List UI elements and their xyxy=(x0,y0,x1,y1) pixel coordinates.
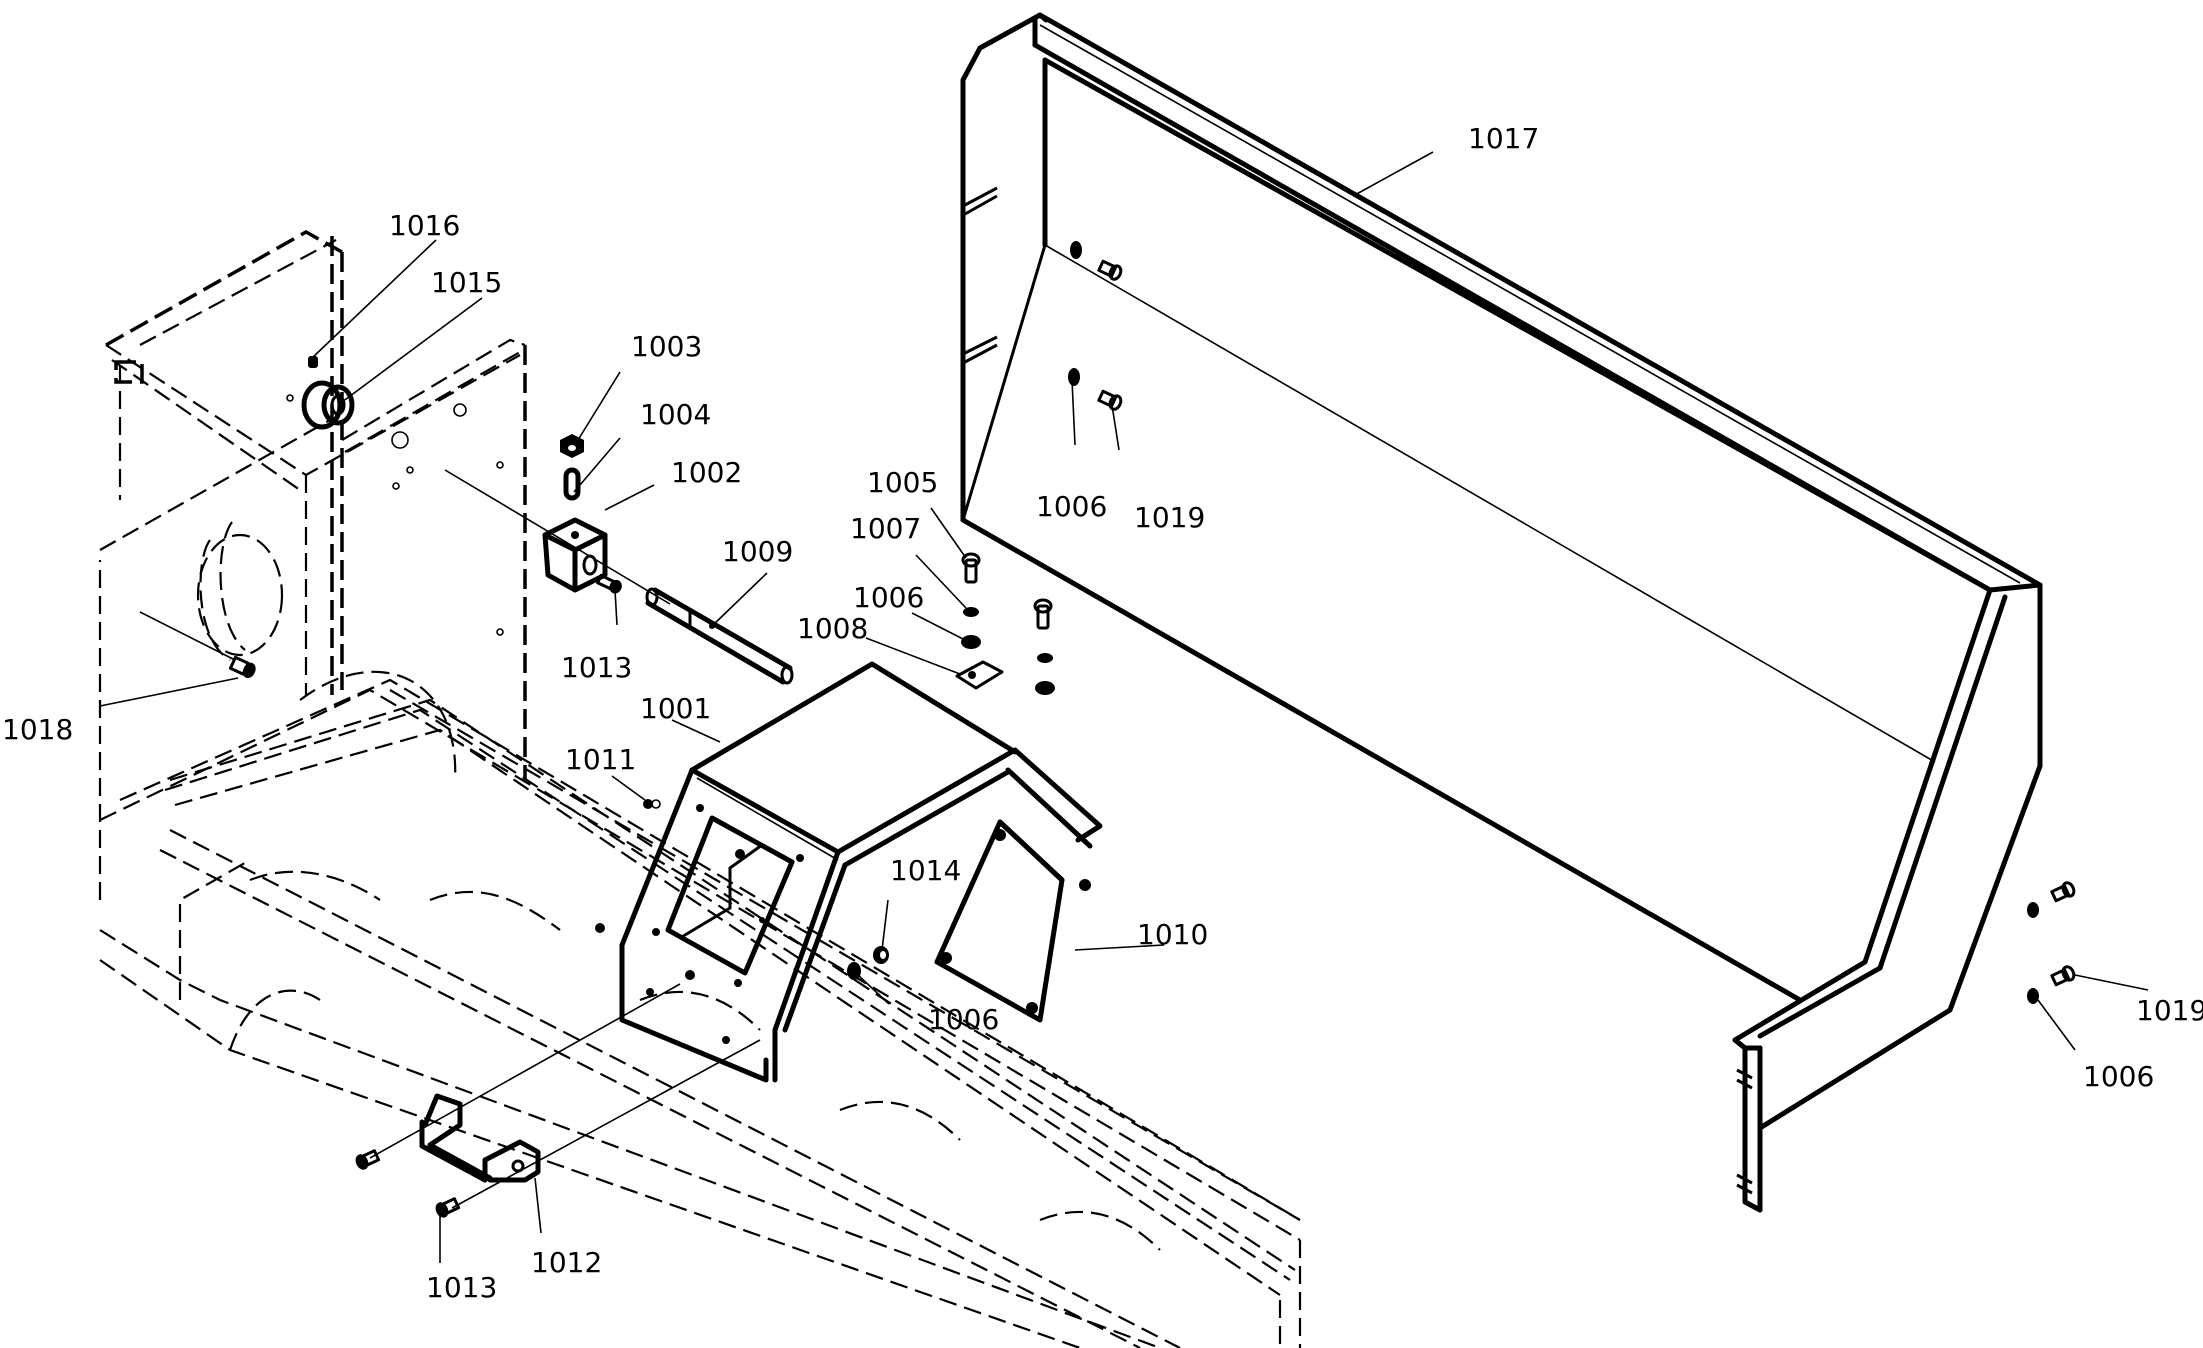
part-1013-screws-lower xyxy=(355,983,761,1218)
callout-1018: 1018 xyxy=(2,713,73,746)
callout-1016: 1016 xyxy=(389,209,460,242)
part-1017-shroud-panel xyxy=(960,12,2043,1213)
part-1005-bolts xyxy=(961,552,1053,630)
part-1014-nut xyxy=(873,946,889,964)
part-1006-washers-stack xyxy=(961,635,1055,695)
callout-1007: 1007 xyxy=(850,512,921,545)
callout-1013-lower: 1013 xyxy=(426,1271,497,1304)
part-1018-fitting xyxy=(139,611,256,679)
callout-1002: 1002 xyxy=(671,456,742,489)
part-1009-shaft xyxy=(645,587,794,685)
callout-1009: 1009 xyxy=(722,535,793,568)
part-1010-access-panel xyxy=(934,819,1091,1023)
part-1011-screw xyxy=(595,799,695,980)
part-1006-washer-lower xyxy=(847,962,861,980)
part-1013-screw-upper xyxy=(596,573,622,594)
phantom-machine-body xyxy=(98,229,1302,1348)
leader-lines xyxy=(99,151,2149,1263)
callout-1004: 1004 xyxy=(640,398,711,431)
callout-1008: 1008 xyxy=(797,612,868,645)
callout-1003: 1003 xyxy=(631,330,702,363)
part-1015-shaft-collar xyxy=(301,380,355,430)
callout-1017: 1017 xyxy=(1468,122,1539,155)
callout-1005: 1005 xyxy=(867,466,938,499)
callout-1006-b: 1006 xyxy=(928,1003,999,1036)
callout-1010: 1010 xyxy=(1137,918,1208,951)
callout-labels: 1017 1016 1015 1003 1004 1002 1009 1013 … xyxy=(2,122,2203,1304)
fasteners-1017 xyxy=(1068,241,2076,1004)
callout-1001: 1001 xyxy=(640,692,711,725)
callout-1006-d: 1006 xyxy=(2083,1060,2154,1093)
part-1002-collar-block xyxy=(542,517,608,593)
part-1012-handle-bracket xyxy=(419,1093,541,1183)
callout-1019-b: 1019 xyxy=(2136,994,2203,1027)
part-1004-pin xyxy=(563,467,581,501)
part-1007-washers xyxy=(963,607,1053,663)
callout-1015: 1015 xyxy=(431,266,502,299)
callout-1006-a: 1006 xyxy=(853,581,924,614)
callout-1014: 1014 xyxy=(890,854,961,887)
part-1016-set-screw xyxy=(308,356,318,368)
callout-1011: 1011 xyxy=(565,743,636,776)
part-1008-plate xyxy=(955,660,1004,690)
callout-1006-c: 1006 xyxy=(1036,490,1107,523)
callout-1012: 1012 xyxy=(531,1246,602,1279)
callout-1019-a: 1019 xyxy=(1134,501,1205,534)
callout-1013-upper: 1013 xyxy=(561,651,632,684)
part-1001-guard-cover xyxy=(619,661,1103,1083)
